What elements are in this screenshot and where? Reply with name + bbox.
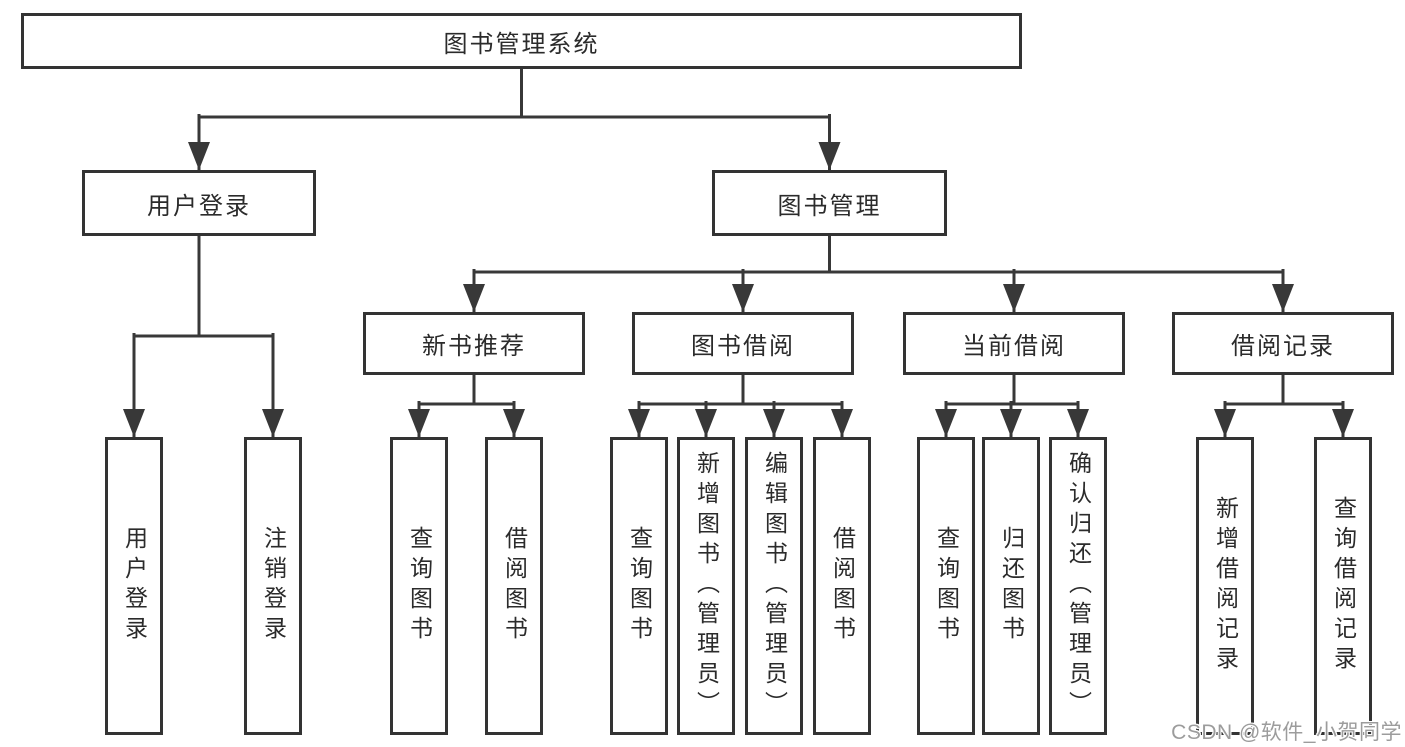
leaf-logout: 注销登录 [244,437,302,735]
node-root: 图书管理系统 [21,13,1022,69]
watermark: CSDN @软件_小贺同学 [1171,721,1402,744]
leaf-add-book-admin: 新增图书（管理员） [677,437,735,735]
leaf-confirm-return-admin: 确认归还（管理员） [1049,437,1107,735]
leaf-query-books-borrow: 查询图书 [610,437,668,735]
node-book-management: 图书管理 [712,170,947,236]
node-user-login: 用户登录 [82,170,316,236]
node-current-borrow: 当前借阅 [903,312,1125,375]
leaf-borrow-books-borrow: 借阅图书 [813,437,871,735]
leaf-query-books-current: 查询图书 [917,437,975,735]
leaf-borrow-books-recommend: 借阅图书 [485,437,543,735]
node-borrow-records: 借阅记录 [1172,312,1394,375]
leaf-return-books: 归还图书 [982,437,1040,735]
node-new-book-recommend: 新书推荐 [363,312,585,375]
node-book-borrow: 图书借阅 [632,312,854,375]
leaf-edit-book-admin: 编辑图书（管理员） [745,437,803,735]
leaf-query-books-recommend: 查询图书 [390,437,448,735]
leaf-add-borrow-record: 新增借阅记录 [1196,437,1254,735]
leaf-query-borrow-record: 查询借阅记录 [1314,437,1372,735]
leaf-user-login: 用户登录 [105,437,163,735]
